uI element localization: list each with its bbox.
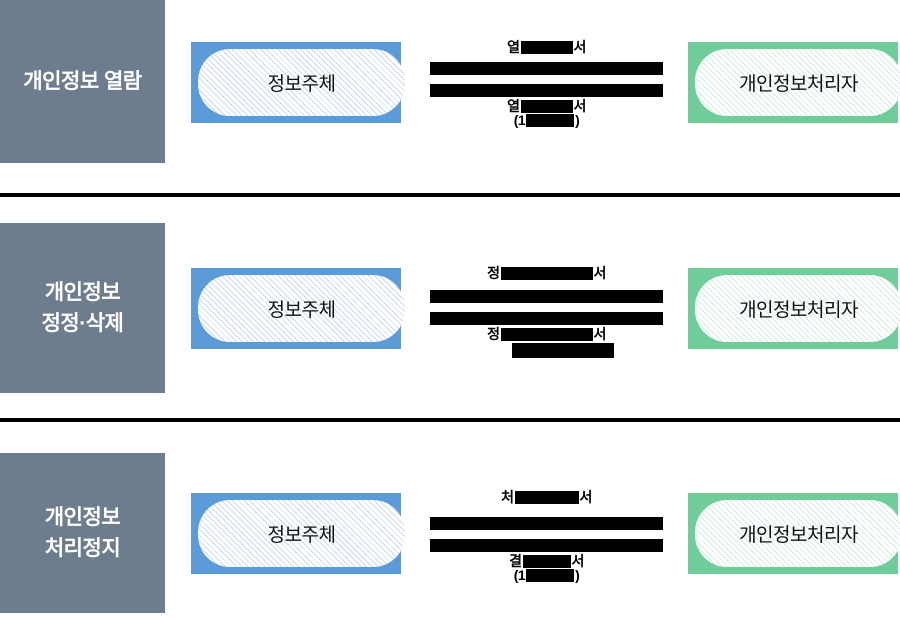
category-label-box: 개인정보 정정·삭제 bbox=[0, 223, 165, 393]
redacted-deadline-block bbox=[512, 343, 614, 358]
request-doc-text: 서 bbox=[593, 265, 607, 281]
redacted-arrow-bar bbox=[430, 517, 663, 530]
request-doc-text: 열 bbox=[507, 39, 520, 55]
category-label-box: 개인정보 처리정지 bbox=[0, 453, 165, 613]
processor-label: 개인정보처리자 bbox=[739, 74, 858, 95]
processor-inner: 개인정보처리자 bbox=[695, 500, 900, 567]
response-doc-text: 정 bbox=[487, 326, 500, 342]
redacted-text bbox=[522, 555, 571, 568]
deadline-text: ) bbox=[575, 112, 580, 128]
response-doc-text: 서 bbox=[593, 326, 607, 342]
redacted-text bbox=[500, 328, 593, 341]
data-subject-label: 정보주체 bbox=[267, 525, 336, 546]
processor-label: 개인정보처리자 bbox=[739, 525, 858, 546]
response-deadline-label: (1) bbox=[430, 568, 663, 583]
response-doc-text: 서 bbox=[573, 98, 587, 114]
data-subject-label: 정보주체 bbox=[267, 300, 336, 321]
response-deadline-label: (1) bbox=[430, 113, 663, 128]
request-doc-text: 처 bbox=[501, 489, 514, 505]
request-doc-text: 서 bbox=[573, 39, 587, 55]
redacted-text bbox=[500, 267, 593, 280]
category-label: 개인정보 bbox=[44, 506, 121, 529]
category-label-box: 개인정보 열람 bbox=[0, 0, 165, 163]
deadline-text: ) bbox=[575, 567, 580, 583]
deadline-text: (1 bbox=[513, 567, 526, 583]
response-doc-text: 열 bbox=[507, 98, 520, 114]
section-divider bbox=[0, 193, 900, 197]
processor-box: 개인정보처리자 bbox=[688, 493, 900, 574]
data-subject-box: 정보주체 bbox=[191, 42, 405, 123]
redacted-arrow-bar bbox=[430, 290, 663, 303]
redacted-text bbox=[526, 569, 575, 582]
data-subject-inner: 정보주체 bbox=[198, 49, 405, 116]
redacted-arrow-bar bbox=[430, 62, 663, 75]
redacted-arrow-bar bbox=[430, 312, 663, 325]
category-label: 정정·삭제 bbox=[41, 312, 124, 335]
redacted-text bbox=[526, 114, 575, 127]
category-label: 개인정보 bbox=[44, 281, 121, 304]
processor-box: 개인정보처리자 bbox=[688, 268, 900, 349]
category-label: 개인정보 열람 bbox=[23, 70, 142, 93]
data-subject-inner: 정보주체 bbox=[198, 500, 405, 567]
data-subject-label: 정보주체 bbox=[267, 74, 336, 95]
redacted-arrow-bar bbox=[430, 539, 663, 552]
processor-label: 개인정보처리자 bbox=[739, 300, 858, 321]
processor-box: 개인정보처리자 bbox=[688, 42, 900, 123]
data-subject-inner: 정보주체 bbox=[198, 275, 405, 342]
processor-inner: 개인정보처리자 bbox=[695, 49, 900, 116]
request-doc-text: 서 bbox=[579, 489, 593, 505]
section-divider bbox=[0, 418, 900, 422]
response-doc-text: 결 bbox=[509, 553, 522, 569]
deadline-text: (1 bbox=[513, 112, 526, 128]
redacted-arrow-bar bbox=[430, 84, 663, 97]
category-label: 처리정지 bbox=[44, 537, 121, 560]
response-doc-text: 서 bbox=[571, 553, 585, 569]
request-doc-text: 정 bbox=[487, 265, 500, 281]
data-subject-box: 정보주체 bbox=[191, 268, 405, 349]
data-subject-box: 정보주체 bbox=[191, 493, 405, 574]
redacted-text bbox=[520, 100, 573, 113]
processor-inner: 개인정보처리자 bbox=[695, 275, 900, 342]
redacted-text bbox=[514, 491, 579, 504]
redacted-text bbox=[520, 41, 573, 54]
